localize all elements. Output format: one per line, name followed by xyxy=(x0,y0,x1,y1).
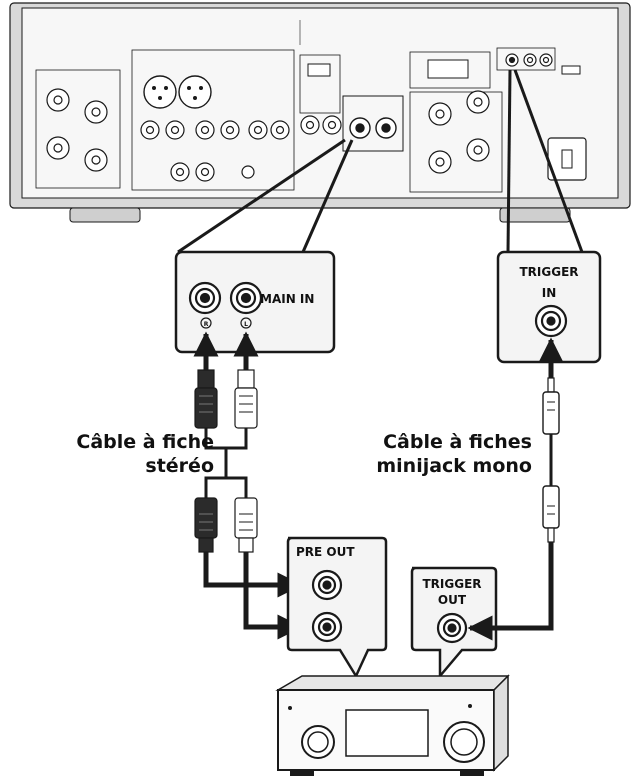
rca-plug-lower-right xyxy=(194,497,218,553)
trigger-in-label-line2: IN xyxy=(542,286,557,300)
main-in-label: MAIN IN xyxy=(260,292,314,306)
zoom-lines xyxy=(177,69,584,254)
minijack-plug-lower xyxy=(542,485,560,543)
rca-plug-upper-right xyxy=(194,369,218,429)
rca-plug-upper-left xyxy=(234,369,258,429)
pre-out-label: PRE OUT xyxy=(296,545,355,559)
stereo-cable-label: Câble à fiche stéréo xyxy=(36,430,214,478)
trigger-out-callout: TRIGGER OUT xyxy=(410,566,498,680)
stereo-rca-cable xyxy=(193,331,303,640)
mono-cable-label-line2: minijack mono xyxy=(376,455,532,477)
trigger-in-label-line1: TRIGGER xyxy=(519,265,578,279)
trigger-out-label-line1: TRIGGER xyxy=(422,577,481,591)
main-in-callout: MAIN IN R L xyxy=(174,250,336,354)
mono-minijack-cable xyxy=(467,337,564,641)
channel-right-label: R xyxy=(204,321,209,328)
trigger-out-label-line2: OUT xyxy=(438,593,467,607)
minijack-plug-upper xyxy=(542,377,560,435)
amplifier-rear-panel xyxy=(9,2,631,223)
stereo-cable-label-line1: Câble à fiche xyxy=(76,431,214,453)
mono-cable-label-line1: Câble à fiches xyxy=(383,431,532,453)
stereo-cable-label-line2: stéréo xyxy=(145,455,214,477)
mono-cable-label: Câble à fiches minijack mono xyxy=(372,430,532,478)
trigger-in-callout: TRIGGER IN xyxy=(496,250,602,364)
rca-plug-lower-left xyxy=(234,497,258,553)
source-device xyxy=(275,674,510,776)
channel-left-label: L xyxy=(244,321,248,328)
pre-out-callout: PRE OUT xyxy=(286,536,388,679)
